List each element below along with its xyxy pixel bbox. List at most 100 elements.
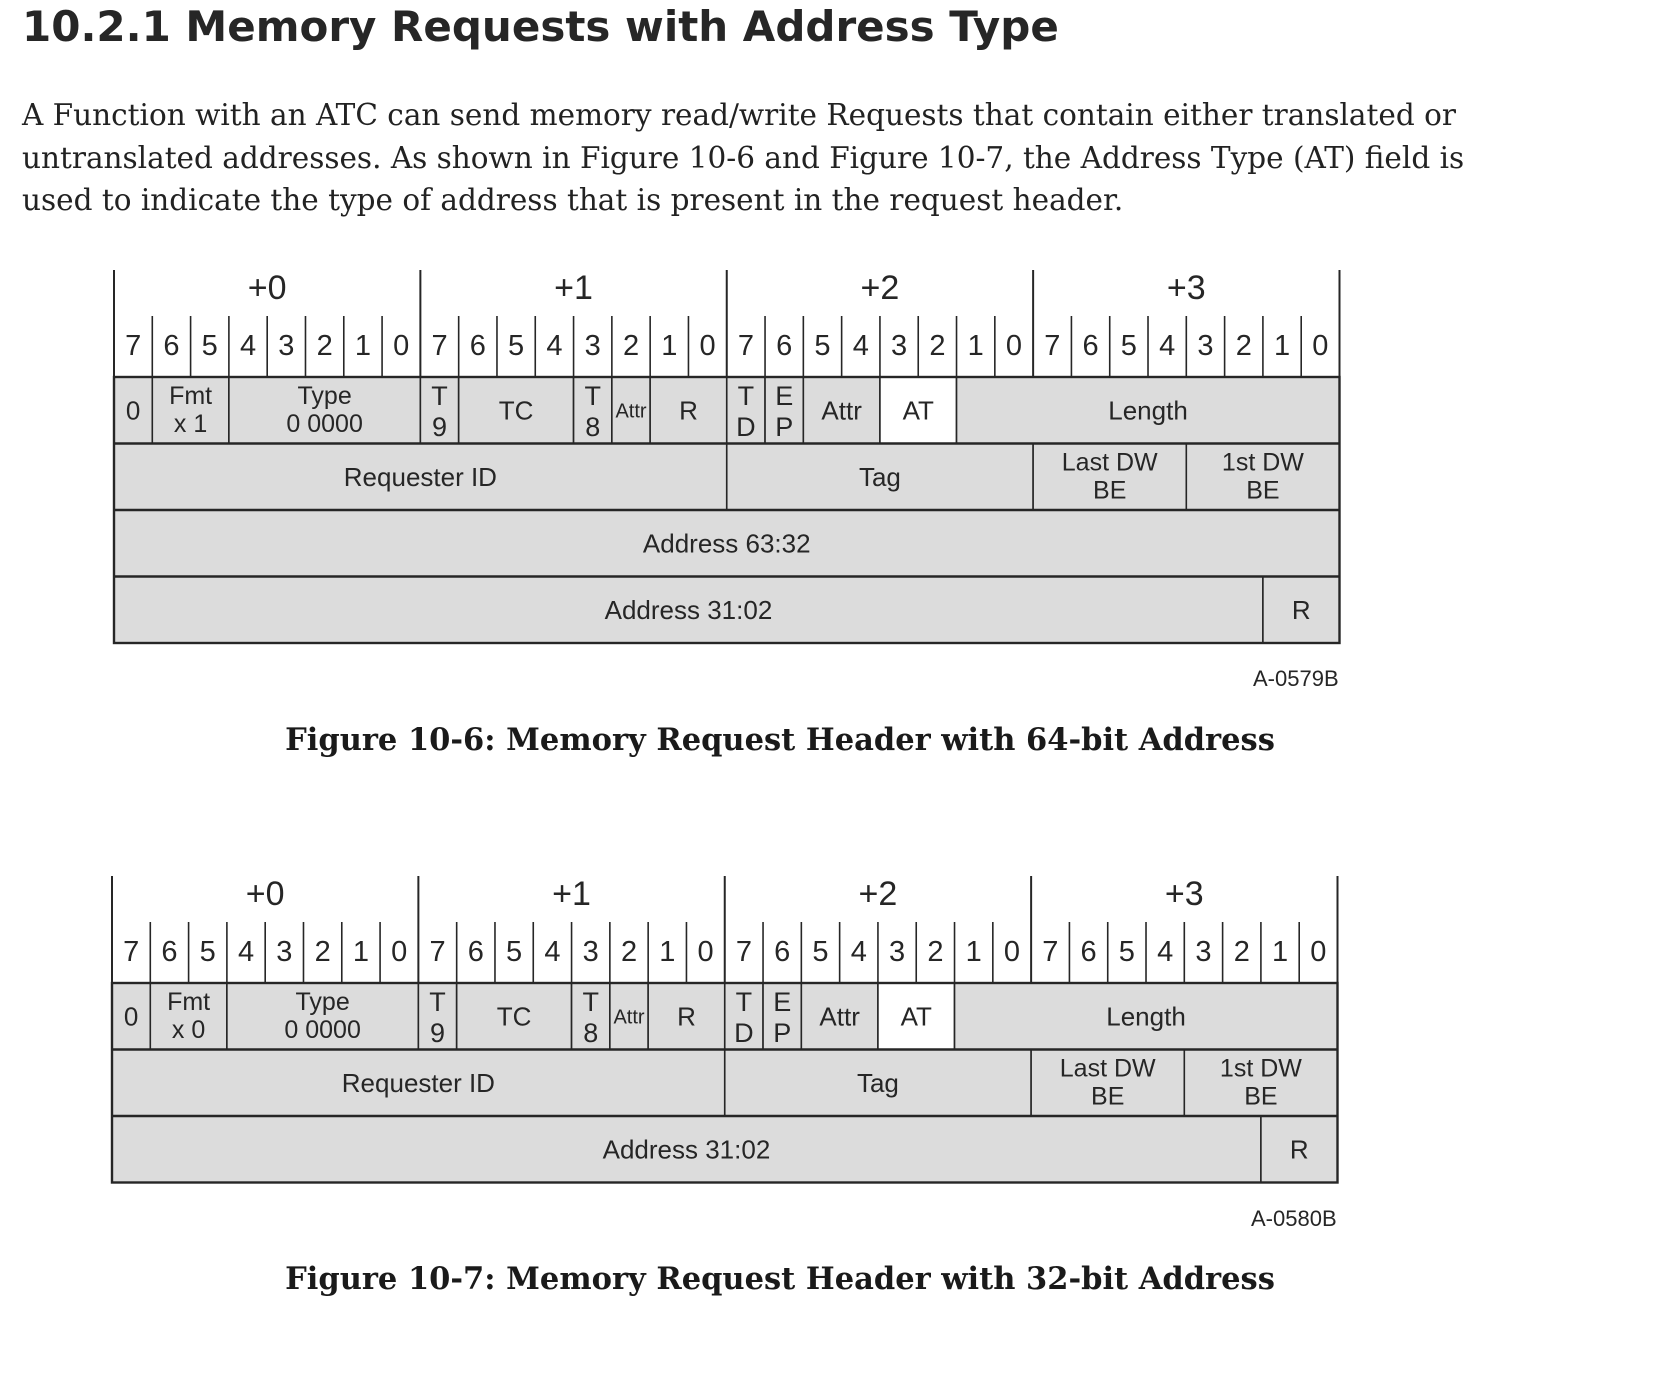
field-label: Attr	[613, 1006, 644, 1028]
field-label: Address 63:32	[643, 529, 811, 559]
bit-number: 4	[853, 330, 869, 362]
bit-number: 4	[238, 936, 254, 968]
bit-number: 5	[200, 936, 216, 968]
field-label: 0	[126, 396, 140, 426]
field-label: T	[738, 381, 755, 411]
bit-number: 5	[812, 936, 828, 968]
field-label: AT	[903, 396, 934, 426]
bit-number: 3	[278, 330, 294, 362]
field-label: Tag	[857, 1068, 899, 1098]
header-field	[113, 509, 1341, 578]
bit-number: 5	[506, 936, 522, 968]
field-label: R	[1292, 595, 1311, 625]
field-label: R	[1290, 1135, 1309, 1165]
field-label: BE	[1244, 1083, 1277, 1111]
bit-number: 0	[700, 330, 716, 362]
field-label: x 0	[172, 1016, 205, 1044]
bit-number: 7	[738, 330, 754, 362]
bit-number: 2	[1234, 936, 1250, 968]
figure-id: A-0580B	[1251, 1206, 1337, 1231]
byte-offset-label: +3	[1165, 875, 1204, 913]
bit-number: 1	[968, 330, 984, 362]
field-label: Requester ID	[342, 1068, 495, 1098]
field-label: BE	[1246, 477, 1279, 505]
field-label: Attr	[615, 400, 646, 422]
field-label: P	[775, 412, 793, 442]
field-label: T	[431, 381, 448, 411]
bit-number: 7	[431, 330, 447, 362]
bit-number: 4	[544, 936, 560, 968]
figure-caption: Figure 10-6: Memory Request Header with …	[285, 722, 1275, 758]
bit-number: 4	[546, 330, 562, 362]
field-label: Attr	[821, 396, 862, 426]
figure-caption: Figure 10-7: Memory Request Header with …	[285, 1261, 1275, 1297]
header-field	[955, 376, 1341, 445]
field-label: T	[582, 987, 599, 1017]
field-label: 9	[432, 412, 447, 442]
bit-number: 0	[1004, 936, 1020, 968]
bit-number: 0	[1310, 936, 1326, 968]
field-label: Tag	[859, 462, 901, 492]
bit-number: 6	[161, 936, 177, 968]
intro-line: A Function with an ATC can send memory r…	[22, 98, 1456, 132]
bit-number: 1	[661, 330, 677, 362]
bit-number: 3	[583, 936, 599, 968]
field-label: BE	[1093, 477, 1126, 505]
intro-paragraph: A Function with an ATC can send memory r…	[22, 94, 1492, 222]
bit-number: 4	[1157, 936, 1173, 968]
field-label: T	[584, 381, 601, 411]
bit-number: 2	[1236, 330, 1252, 362]
byte-offset-label: +2	[861, 269, 900, 307]
bit-number: 0	[1312, 330, 1328, 362]
bit-number: 0	[698, 936, 714, 968]
field-label: Attr	[819, 1002, 860, 1032]
bit-number: 5	[508, 330, 524, 362]
field-label: Address 31:02	[603, 1135, 771, 1165]
bit-number: 0	[1006, 330, 1022, 362]
bit-number: 2	[317, 330, 333, 362]
bit-number: 6	[776, 330, 792, 362]
field-label: Address 31:02	[605, 595, 773, 625]
bit-number: 5	[814, 330, 830, 362]
bit-number: 6	[774, 936, 790, 968]
bit-number: 5	[202, 330, 218, 362]
field-label: 0 0000	[284, 1016, 360, 1044]
header-field	[1185, 442, 1341, 511]
field-label: E	[773, 987, 791, 1017]
bit-number: 0	[391, 936, 407, 968]
header-field	[764, 376, 805, 445]
field-label: 8	[585, 412, 600, 442]
bit-number: 7	[1042, 936, 1058, 968]
bit-number: 4	[851, 936, 867, 968]
bit-number: 1	[1272, 936, 1288, 968]
header-field	[723, 1048, 1032, 1117]
byte-offset-label: +1	[554, 269, 593, 307]
diagram-frame	[110, 981, 1339, 1184]
byte-offset-label: +0	[248, 269, 287, 307]
header-field	[725, 442, 1034, 511]
header-field	[457, 376, 575, 445]
bit-number: 2	[929, 330, 945, 362]
field-label: Fmt	[169, 382, 212, 410]
header-field	[1183, 1048, 1339, 1117]
field-label: T	[736, 987, 753, 1017]
header-field	[877, 982, 956, 1051]
bit-number: 4	[1159, 330, 1175, 362]
field-label: 8	[583, 1018, 598, 1048]
field-label: Type	[298, 382, 352, 410]
field-label: 0	[124, 1002, 138, 1032]
field-label: TC	[497, 1002, 532, 1032]
bit-number: 1	[1274, 330, 1290, 362]
bit-number: 6	[1081, 936, 1097, 968]
field-label: 0 0000	[286, 410, 362, 438]
bit-number: 7	[123, 936, 139, 968]
figure-id: A-0579B	[1253, 666, 1339, 691]
field-label: BE	[1091, 1083, 1124, 1111]
bit-number: 4	[240, 330, 256, 362]
intro-line: untranslated addresses. As shown in Figu…	[22, 140, 1465, 175]
bit-number: 7	[429, 936, 445, 968]
bit-number: 1	[355, 330, 371, 362]
